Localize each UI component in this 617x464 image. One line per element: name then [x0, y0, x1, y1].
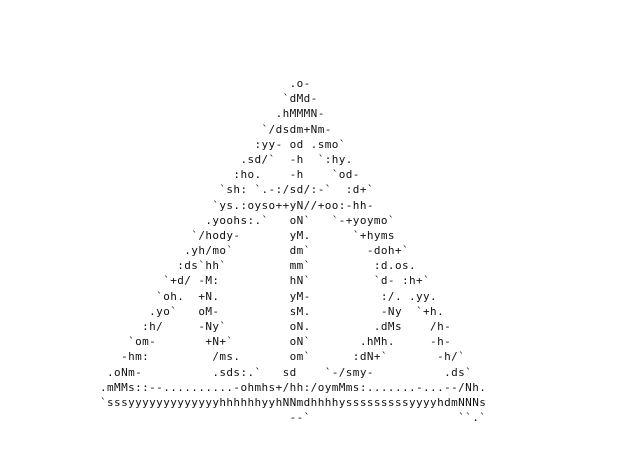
ascii-triangle-art: .o- `dMd- .hMMMN- `/dsdm+Nm- :yy- od .sm…	[100, 76, 486, 425]
ascii-line: .oNm- .sds:.` sd `-/smy- .ds`	[100, 365, 473, 379]
ascii-line: `om- +N+` oN` .hMh. -h-	[100, 335, 452, 349]
ascii-line: `+d/ -M: hN` `d- :h+`	[100, 274, 431, 288]
ascii-line: .sd/` -h `:hy.	[100, 152, 353, 166]
ascii-line: .yo` oM- sM. -Ny `+h.	[100, 304, 445, 318]
ascii-line: :ds`hh` mm` :d.os.	[100, 259, 417, 273]
ascii-line: .hMMMN-	[100, 107, 325, 121]
ascii-line: :ho. -h `od-	[100, 168, 360, 182]
ascii-line: `/dsdm+Nm-	[100, 122, 332, 136]
ascii-art-container: .o- `dMd- .hMMMN- `/dsdm+Nm- :yy- od .sm…	[100, 76, 486, 425]
ascii-line: .mMMs::--..........-ohmhs+/hh:/oymMms:..…	[100, 380, 487, 394]
ascii-line: .yoohs:.` oN` `-+yoymo`	[100, 213, 395, 227]
ascii-line: .o-	[100, 77, 311, 90]
ascii-line: `ys.:oyso++yN//+oo:-hh-	[100, 198, 374, 212]
ascii-line: :h/ -Ny` oN. .dMs /h-	[100, 320, 452, 333]
ascii-line: --` ``.`	[100, 411, 487, 425]
ascii-line: .yh/mo` dm` -doh+`	[100, 244, 409, 258]
ascii-line: `sh: `.-:/sd/:-` :d+`	[100, 183, 374, 197]
ascii-line: `/hody- yM. `+hyms	[100, 228, 395, 242]
ascii-line: -hm: /ms. om` :dN+` -h/`	[100, 350, 466, 364]
ascii-line: `sssyyyyyyyyyyyyyhhhhhhyyhNNmdhhhhysssss…	[100, 395, 487, 409]
ascii-line: `dMd-	[100, 92, 318, 106]
ascii-line: `oh. +N. yM- :/. .yy.	[100, 289, 438, 303]
ascii-line: :yy- od .smo`	[100, 137, 346, 151]
